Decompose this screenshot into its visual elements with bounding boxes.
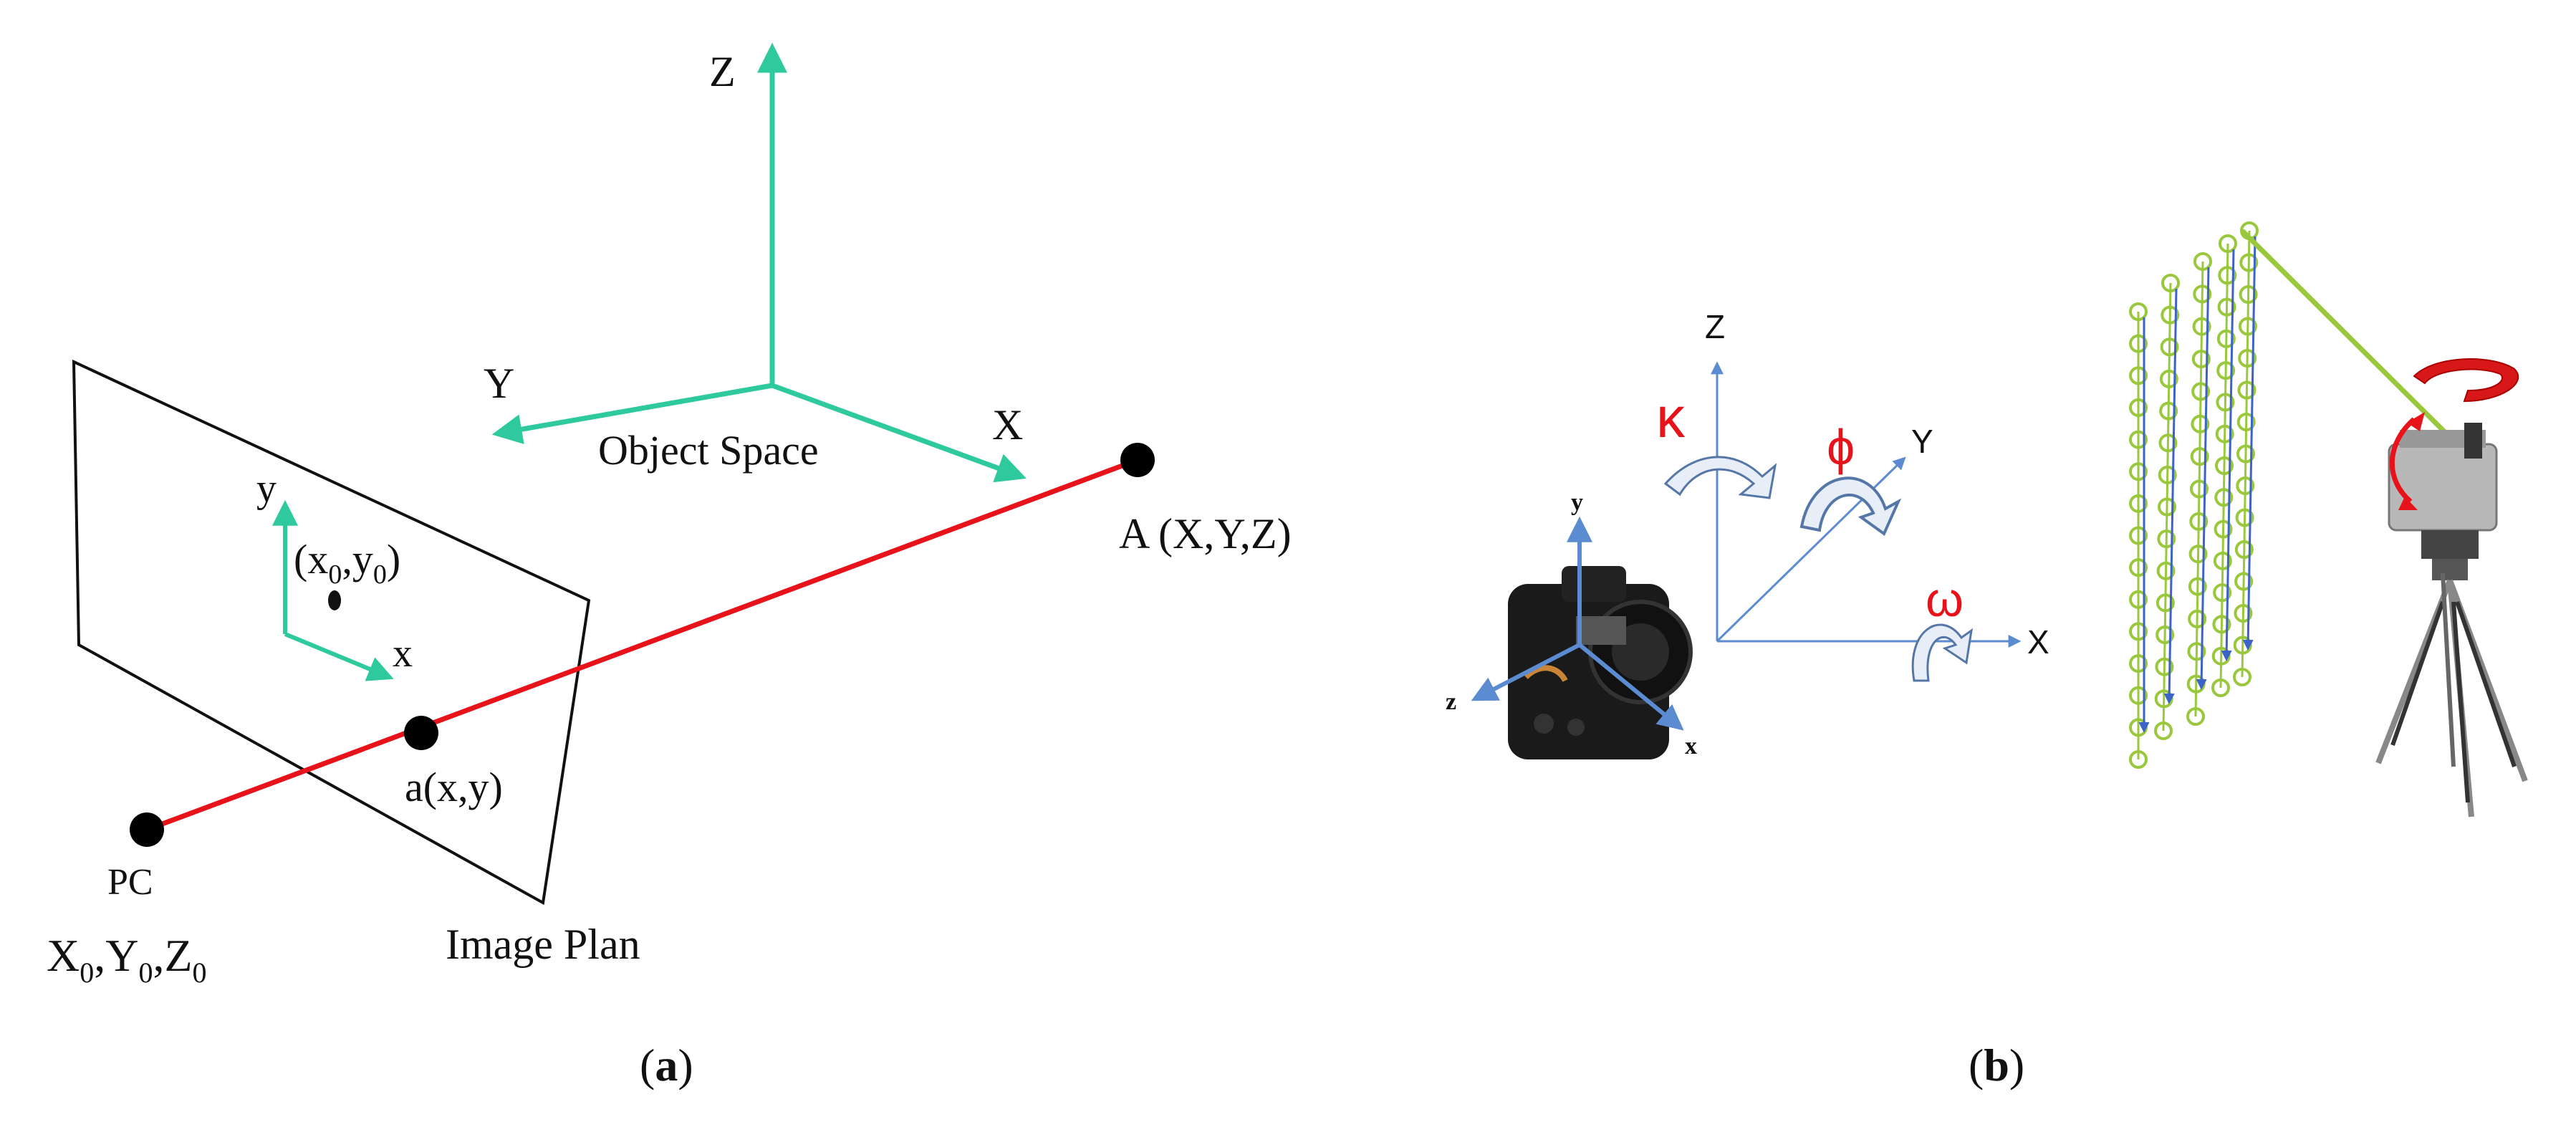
cam-x-label: x bbox=[1685, 733, 1697, 759]
cam-x-axis bbox=[1578, 643, 1684, 731]
panel-b: Z Y X ĸ ϕ ω y x z bbox=[1446, 221, 2528, 1090]
axis-y-label: Y bbox=[484, 360, 514, 407]
caption-a: (a) bbox=[640, 1040, 693, 1090]
scan-point-grid bbox=[2129, 221, 2259, 769]
pc-coords-label: X0,Y0,Z0 bbox=[47, 930, 207, 989]
axis-x-line bbox=[771, 383, 1027, 483]
point-A-label: A (X,Y,Z) bbox=[1119, 510, 1292, 557]
principal-point-dot bbox=[328, 590, 341, 610]
point-A-dot bbox=[1120, 443, 1155, 477]
pc-label: PC bbox=[107, 862, 153, 903]
b-axis-y-label: Y bbox=[1911, 423, 1933, 460]
laser-scanner-icon bbox=[2375, 358, 2528, 817]
scan-direction-arrow bbox=[2221, 249, 2235, 661]
object-space-axes bbox=[491, 42, 1027, 483]
phi-rotation-arrow bbox=[1799, 476, 1902, 537]
scan-direction-arrow bbox=[2242, 236, 2257, 651]
scanner-tilt-arrow bbox=[2389, 417, 2416, 504]
panel-a: Z Y X Object Space y x (x0,y0) A (X,Y,Z)… bbox=[47, 42, 1292, 1090]
laser-beam bbox=[2240, 229, 2466, 454]
axis-x-label: X bbox=[992, 401, 1023, 449]
b-axis-z-label: Z bbox=[1705, 308, 1725, 345]
kappa-symbol: ĸ bbox=[1656, 385, 1686, 449]
image-y-label: y bbox=[256, 466, 277, 511]
image-plane bbox=[72, 359, 591, 906]
projection-ray bbox=[145, 457, 1139, 833]
axis-z-label: Z bbox=[709, 48, 736, 95]
omega-symbol: ω bbox=[1926, 572, 1964, 627]
scan-direction-arrow bbox=[2163, 288, 2178, 704]
scanner-pan-arrow bbox=[2413, 358, 2519, 403]
omega-rotation-arrow bbox=[1911, 623, 1974, 682]
kappa-rotation-arrow bbox=[1663, 456, 1777, 499]
object-space-label: Object Space bbox=[598, 427, 819, 474]
pc-dot bbox=[130, 812, 164, 847]
image-point-dot bbox=[404, 716, 438, 750]
scan-column-line bbox=[2162, 282, 2172, 732]
b-axis-x-label: X bbox=[2027, 623, 2049, 661]
scan-direction-arrow bbox=[2196, 267, 2210, 690]
axis-y-line bbox=[491, 383, 773, 444]
image-plane-label: Image Plan bbox=[446, 921, 640, 968]
scan-column-line bbox=[2219, 243, 2229, 689]
camera-icon bbox=[1471, 516, 1693, 759]
cam-z-axis bbox=[1471, 643, 1581, 701]
image-axes bbox=[272, 499, 394, 681]
scan-column-line bbox=[2194, 261, 2204, 717]
image-x-label: x bbox=[393, 631, 413, 676]
caption-b: (b) bbox=[1969, 1040, 2024, 1090]
cam-z-label: z bbox=[1446, 689, 1456, 715]
image-point-label: a(x,y) bbox=[405, 764, 503, 810]
principal-point-label: (x0,y0) bbox=[294, 536, 400, 590]
b-axis-y-line bbox=[1716, 456, 1906, 643]
scan-column-line bbox=[2241, 230, 2251, 678]
phi-symbol: ϕ bbox=[1827, 419, 1855, 475]
cam-y-label: y bbox=[1571, 489, 1583, 516]
image-x-axis bbox=[284, 632, 394, 681]
